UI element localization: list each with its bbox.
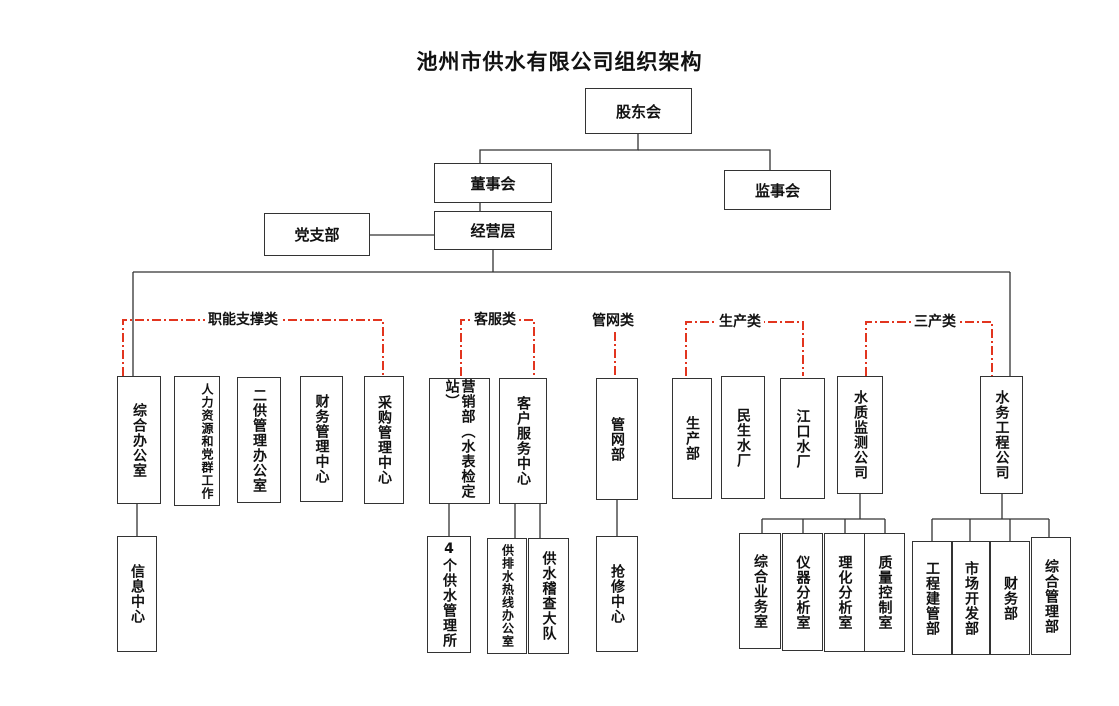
dept-procurement: 采购管理中心 <box>364 376 404 504</box>
category-label-customer: 客服类 <box>471 312 519 328</box>
unit-hotline-office: 供排水热线办公室 <box>487 538 527 654</box>
dept-jiangkou-plant: 江口水厂 <box>780 378 825 499</box>
unit-quality-control: 质量控制室 <box>864 533 905 652</box>
dept-water-quality-company: 水质监测公司 <box>837 376 883 494</box>
unit-repair-center: 抢修中心 <box>596 536 638 652</box>
connector-line <box>638 149 771 170</box>
category-label-production: 生产类 <box>716 314 764 330</box>
category-bracket-tertiary <box>865 321 993 376</box>
dept-sales: 营销部（水表检定站） <box>429 378 490 504</box>
dept-general-office: 综合办公室 <box>117 376 161 504</box>
dept-minsheng-plant: 民生水厂 <box>721 376 765 499</box>
dept-finance-center: 财务管理中心 <box>300 376 343 502</box>
unit-instruments: 仪器分析室 <box>782 533 823 651</box>
unit-info-center: 信息中心 <box>117 536 157 652</box>
unit-finance-dept: 财务部 <box>990 541 1030 655</box>
dept-hr-party: 人力资源和党群工作 <box>174 376 220 506</box>
category-label-network: 管网类 <box>589 313 637 329</box>
dept-water-engineering-company: 水务工程公司 <box>980 376 1023 494</box>
unit-inspection-team: 供水稽查大队 <box>528 538 569 654</box>
page-title: 池州市供水有限公司组织架构 <box>416 50 703 74</box>
supervisors-box: 监事会 <box>724 170 831 210</box>
shareholders-box: 股东会 <box>585 88 692 134</box>
management-box: 经营层 <box>434 211 552 250</box>
dept-customer-service: 客户服务中心 <box>499 378 547 504</box>
connector-line <box>479 134 639 163</box>
category-label-tertiary: 三产类 <box>911 314 959 330</box>
category-bracket-functional <box>122 319 384 376</box>
dept-network: 管网部 <box>596 378 638 500</box>
unit-general-mgmt: 综合管理部 <box>1031 537 1071 655</box>
category-bracket-production <box>685 321 804 376</box>
category-bracket-customer <box>460 319 535 376</box>
unit-market-dev: 市场开发部 <box>952 541 990 655</box>
unit-wq-general: 综合业务室 <box>739 533 781 649</box>
category-label-functional: 职能支撑类 <box>205 312 281 328</box>
board-box: 董事会 <box>434 163 552 203</box>
party-branch-box: 党支部 <box>264 213 370 256</box>
unit-supply-offices: 4个供水管理所 <box>427 536 471 653</box>
unit-eng-mgmt: 工程建管部 <box>912 541 952 655</box>
unit-physchem: 理化分析室 <box>824 533 865 652</box>
dept-production: 生产部 <box>672 378 712 499</box>
dept-second-supply: 二供管理办公室 <box>237 377 281 503</box>
